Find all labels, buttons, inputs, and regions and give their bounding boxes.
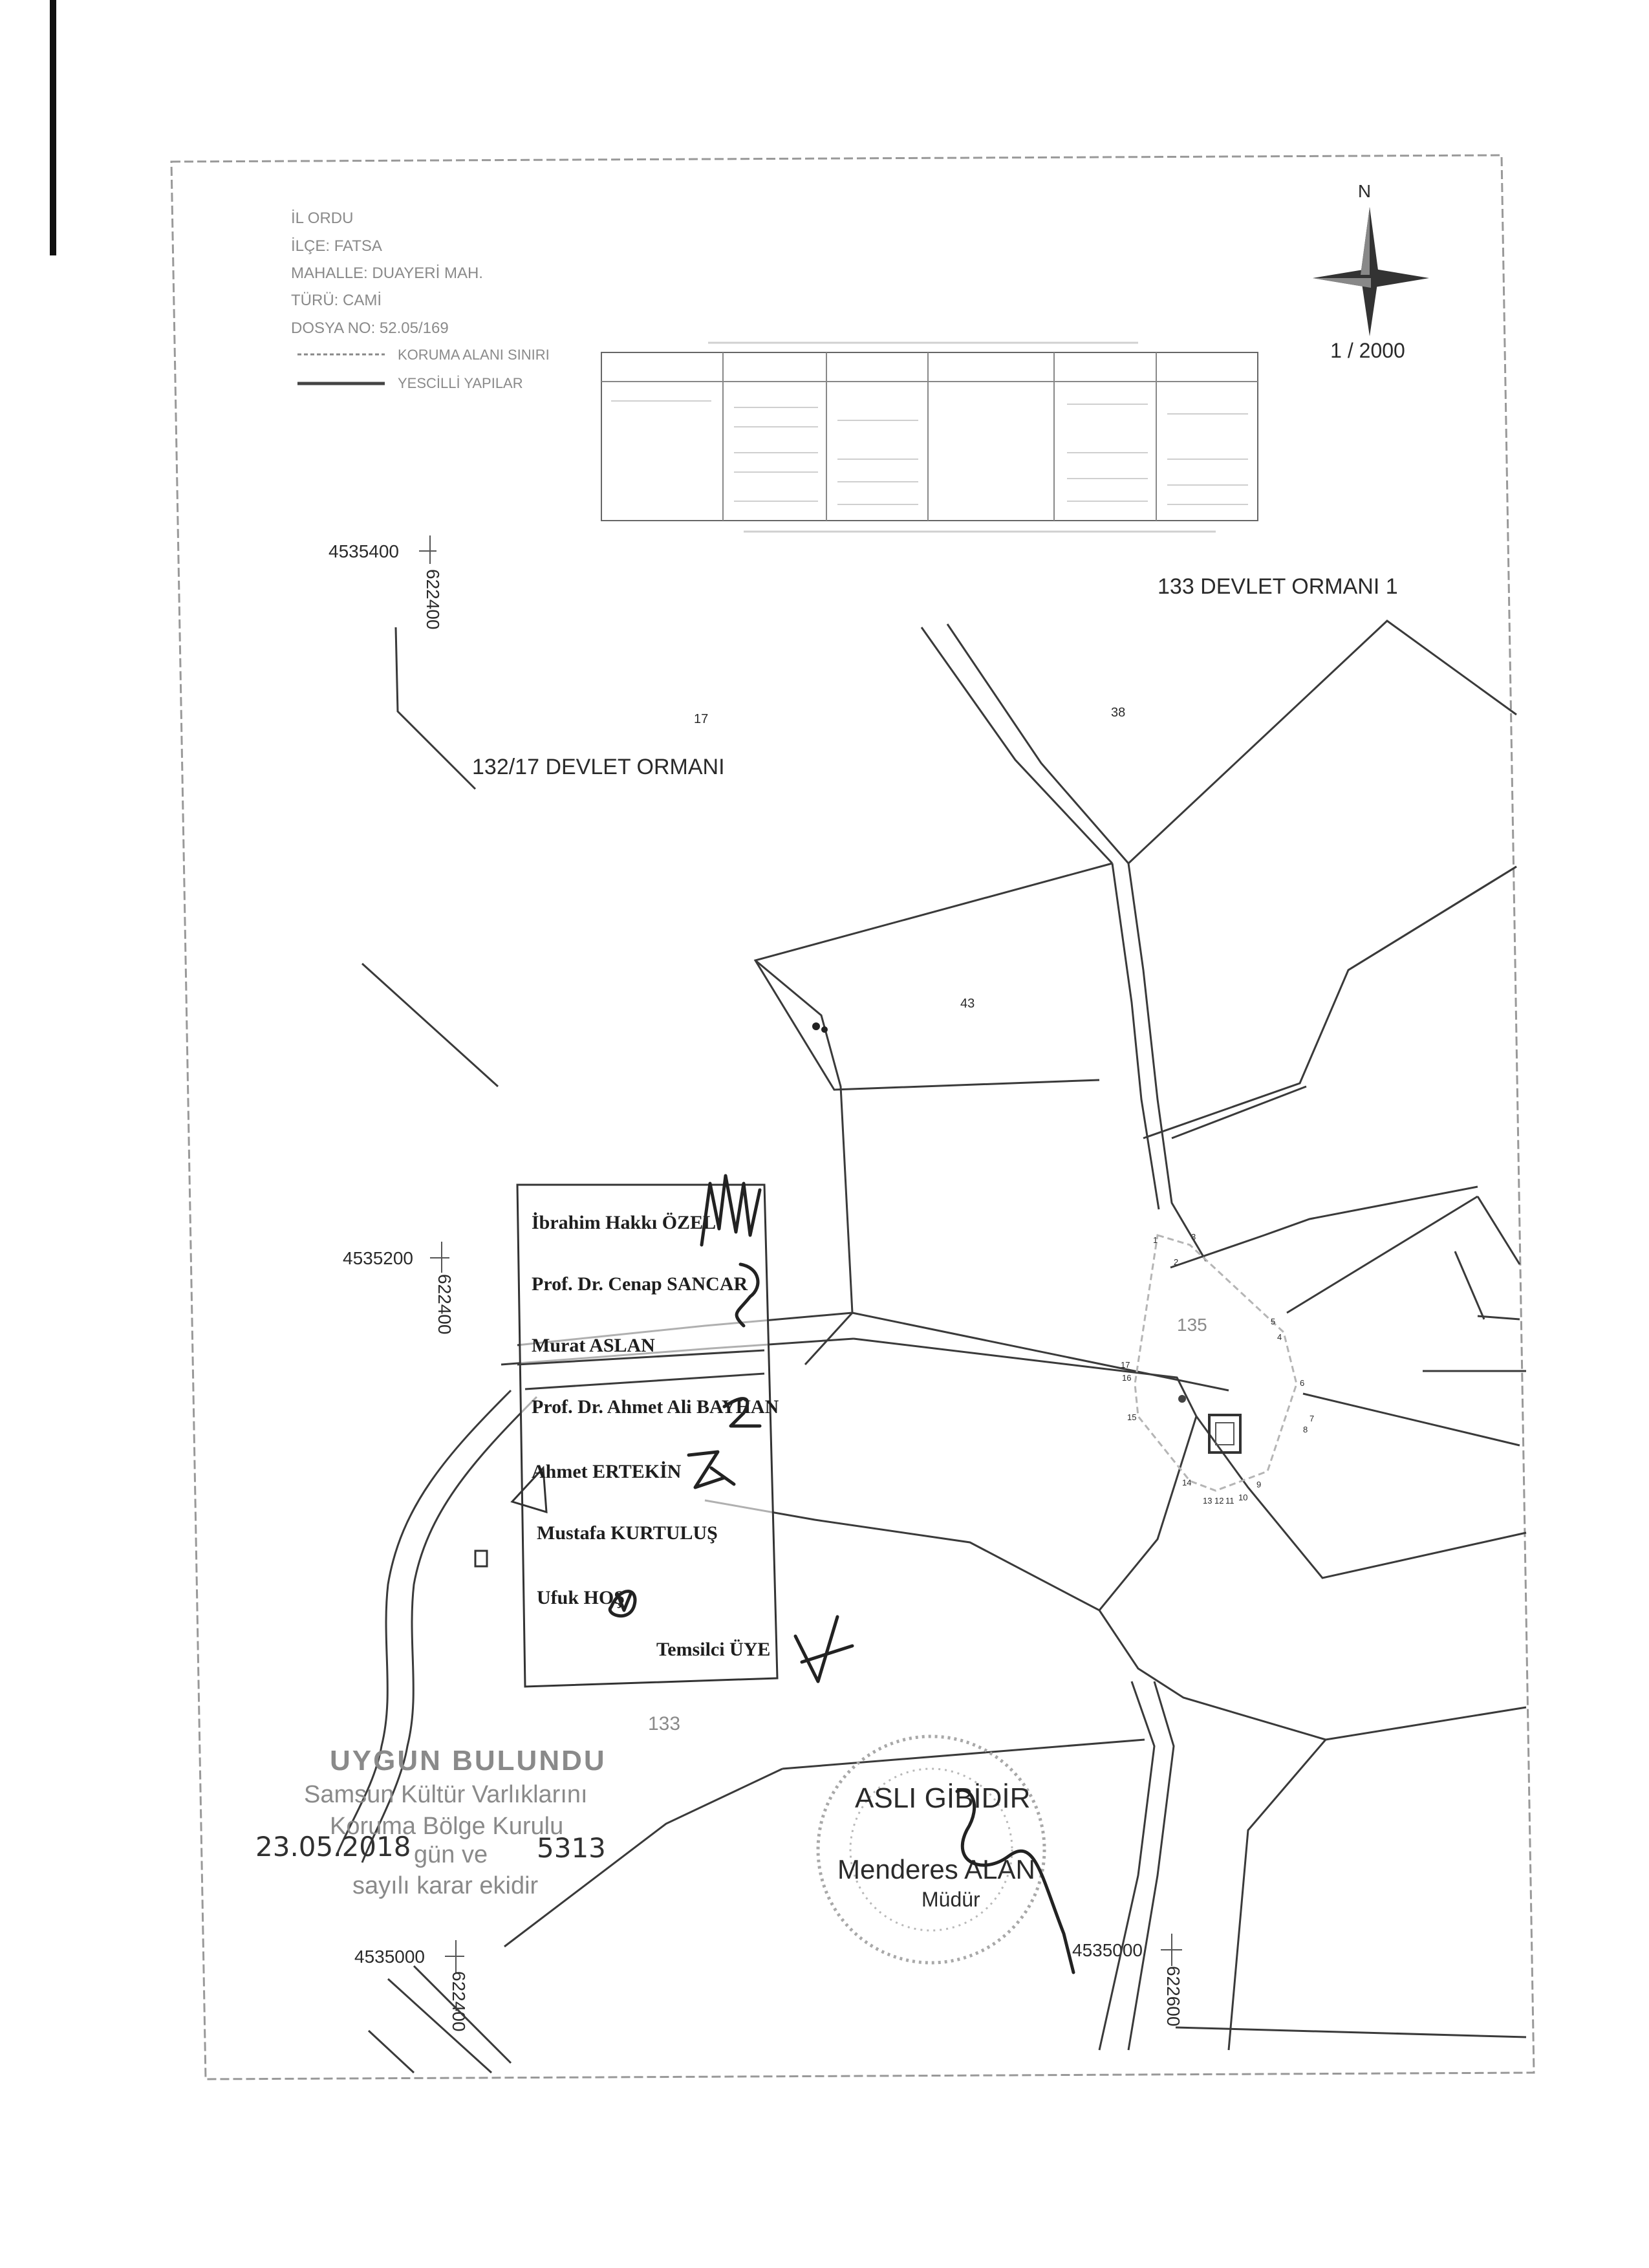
parcel-labels: 133 DEVLET ORMANI 1 132/17 DEVLET ORMANI… bbox=[472, 574, 1398, 1734]
coord-e-mid: 622400 bbox=[435, 1274, 455, 1334]
header-tur: TÜRÜ: CAMİ bbox=[291, 292, 382, 309]
svg-text:17: 17 bbox=[1121, 1360, 1130, 1370]
stamp-asli-gibidir: ASLI GİBİDİR bbox=[855, 1782, 1030, 1814]
svg-text:10: 10 bbox=[1238, 1493, 1247, 1502]
svg-text:9: 9 bbox=[1256, 1480, 1261, 1489]
committee-signatures bbox=[608, 1174, 854, 1683]
registered-building bbox=[1208, 1414, 1242, 1454]
svg-text:11: 11 bbox=[1225, 1496, 1234, 1506]
coord-e-bottom-right: 622600 bbox=[1163, 1966, 1183, 2026]
svg-text:4: 4 bbox=[1277, 1332, 1282, 1342]
committee-stamp: İbrahim Hakkı ÖZEL Prof. Dr. Cenap SANCA… bbox=[510, 1183, 779, 1688]
svg-text:5: 5 bbox=[1271, 1317, 1275, 1326]
committee-member-1: İbrahim Hakkı ÖZEL bbox=[532, 1212, 716, 1233]
parcel-133-forest: 133 DEVLET ORMANI 1 bbox=[1158, 574, 1398, 599]
header-block: İL ORDU İLÇE: FATSA MAHALLE: DUAYERİ MAH… bbox=[291, 210, 483, 337]
header-il: İL ORDU bbox=[291, 210, 353, 227]
svg-text:2: 2 bbox=[1174, 1257, 1178, 1267]
approval-decision-number: 5313 bbox=[537, 1832, 606, 1864]
approval-status: UYGUN BULUNDU bbox=[330, 1745, 607, 1777]
official-stamp: ASLI GİBİDİR Menderes ALAN Müdür bbox=[816, 1734, 1075, 1974]
committee-member-5: Ahmet ERTEKİN bbox=[532, 1461, 682, 1482]
svg-text:14: 14 bbox=[1182, 1478, 1191, 1487]
north-arrow: N bbox=[1313, 181, 1429, 336]
legend-tescilli-label: YESCİLLİ YAPILAR bbox=[398, 375, 523, 391]
approval-block: UYGUN BULUNDU Samsun Kültür Varlıklarını… bbox=[255, 1745, 607, 1899]
parcel-17: 17 bbox=[694, 712, 708, 726]
legend-koruma-label: KORUMA ALANI SINIRI bbox=[398, 347, 550, 363]
parcel-boundaries bbox=[335, 620, 1527, 2074]
sheet-frame bbox=[170, 154, 1535, 2080]
coord-n-mid: 4535200 bbox=[343, 1248, 413, 1268]
svg-text:16: 16 bbox=[1122, 1373, 1131, 1383]
svg-text:13: 13 bbox=[1203, 1496, 1212, 1506]
svg-text:8: 8 bbox=[1303, 1425, 1308, 1434]
stamp-official-title: Müdür bbox=[921, 1888, 980, 1911]
svg-text:12: 12 bbox=[1214, 1496, 1223, 1506]
coord-n-bottom-right: 4535000 bbox=[1072, 1940, 1143, 1960]
parcel-135: 135 bbox=[1177, 1315, 1207, 1335]
coordinate-table bbox=[601, 341, 1258, 533]
svg-text:7: 7 bbox=[1310, 1414, 1314, 1423]
svg-text:3: 3 bbox=[1191, 1232, 1196, 1242]
vertex-labels: 1 2 3 4 5 6 7 8 9 10 11 12 13 14 15 16 1… bbox=[1121, 1232, 1314, 1506]
scale-ratio: 1 / 2000 bbox=[1330, 339, 1405, 362]
parcel-132-17-forest: 132/17 DEVLET ORMANI bbox=[472, 755, 725, 779]
coord-e-top: 622400 bbox=[423, 569, 443, 629]
protected-area-boundary bbox=[1134, 1234, 1298, 1492]
committee-representative: Temsilci ÜYE bbox=[656, 1639, 770, 1660]
coord-n-bottom-left: 4535000 bbox=[354, 1947, 425, 1967]
north-label: N bbox=[1358, 181, 1371, 201]
committee-member-2: Prof. Dr. Cenap SANCAR bbox=[532, 1273, 748, 1295]
parcel-38: 38 bbox=[1111, 706, 1125, 720]
approval-date-suffix: gün ve bbox=[414, 1841, 488, 1868]
header-ilce: İLÇE: FATSA bbox=[291, 237, 382, 255]
legend: KORUMA ALANI SINIRI YESCİLLİ YAPILAR bbox=[297, 347, 550, 391]
committee-member-7: Ufuk HOŞ bbox=[537, 1587, 625, 1608]
svg-text:15: 15 bbox=[1127, 1412, 1136, 1422]
approval-board-line1: Samsun Kültür Varlıklarını bbox=[304, 1781, 588, 1808]
svg-text:1: 1 bbox=[1153, 1235, 1158, 1245]
header-dosya: DOSYA NO: 52.05/169 bbox=[291, 319, 449, 337]
approval-decision-note: sayılı karar ekidir bbox=[352, 1872, 539, 1899]
grid-coordinates: 4535400 622400 4535200 622400 4535000 62… bbox=[329, 535, 1183, 2031]
approval-board-line2: Koruma Bölge Kurulu bbox=[330, 1813, 563, 1840]
approval-date: 23.05.2018 bbox=[255, 1831, 411, 1863]
parcel-43: 43 bbox=[960, 997, 975, 1011]
header-mahalle: MAHALLE: DUAYERİ MAH. bbox=[291, 265, 483, 282]
coord-n-top: 4535400 bbox=[329, 541, 399, 561]
committee-member-6: Mustafa KURTULUŞ bbox=[537, 1522, 718, 1544]
parcel-133: 133 bbox=[648, 1713, 680, 1734]
committee-member-3: Murat ASLAN bbox=[532, 1335, 655, 1356]
svg-text:6: 6 bbox=[1300, 1378, 1304, 1388]
coord-e-bottom-left: 622400 bbox=[449, 1971, 469, 2031]
